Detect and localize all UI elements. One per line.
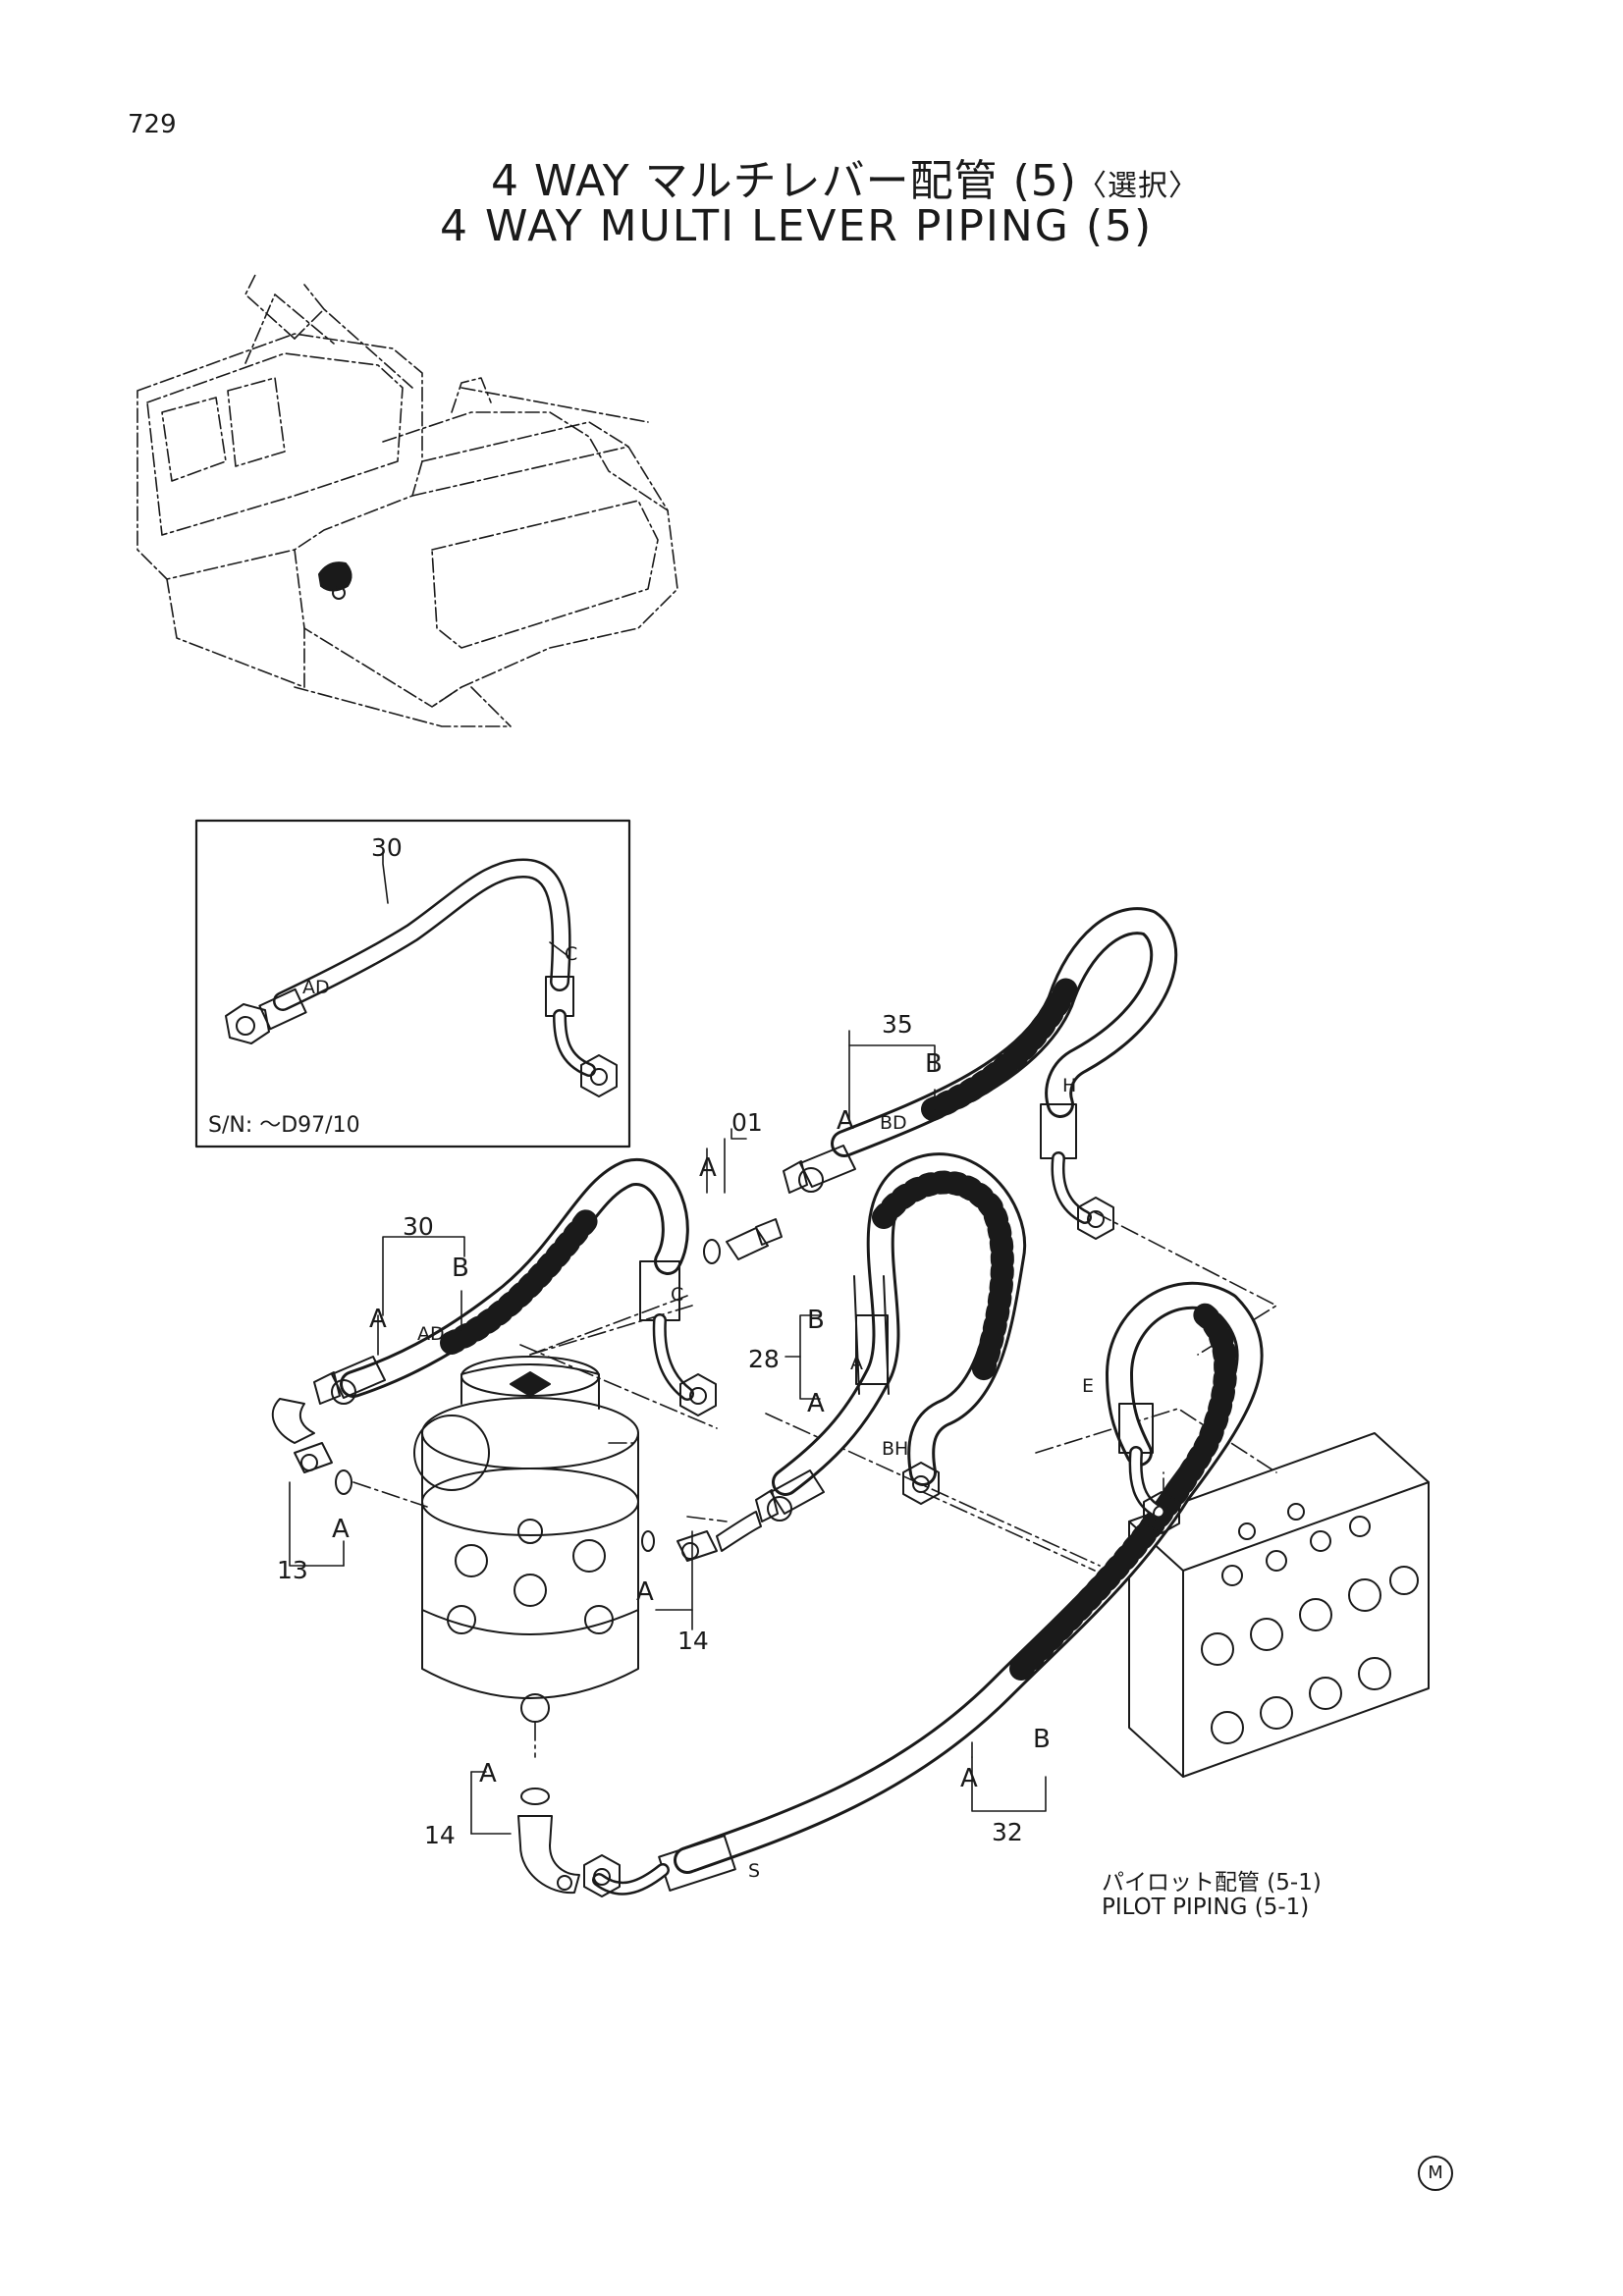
reference-japanese: パイロット配管 (5-1)	[1102, 1870, 1322, 1896]
letter-a-28-hose: A	[850, 1353, 863, 1374]
inset-hose-30	[225, 853, 618, 1097]
inset-label-ad: AD	[302, 977, 330, 998]
letter-a-14-upper: A	[636, 1577, 654, 1607]
title-english: 4 WAY MULTI LEVER PIPING (5)	[440, 201, 1154, 251]
callout-14-lower: 14	[424, 1821, 456, 1849]
inset-label-c: C	[565, 943, 577, 965]
letter-a-35: A	[837, 1106, 854, 1136]
letter-bd-35: BD	[880, 1112, 907, 1134]
callout-14-upper: 14	[677, 1627, 709, 1655]
overview-valve-marker	[318, 561, 352, 600]
hose-30	[313, 1158, 717, 1416]
reference-english: PILOT PIPING (5-1)	[1102, 1895, 1310, 1920]
letter-a-13: A	[332, 1515, 350, 1544]
excavator-overview	[136, 274, 678, 727]
hose-28	[755, 1152, 1027, 1522]
multi-lever-valve	[413, 1356, 639, 1723]
letter-b-30: B	[452, 1254, 469, 1283]
letter-ad-30: AD	[417, 1323, 445, 1345]
letter-b-35: B	[925, 1049, 943, 1079]
letter-a-30: A	[369, 1305, 387, 1334]
letter-e-32: E	[1082, 1375, 1094, 1397]
fittings	[271, 1218, 783, 1895]
hose-32	[583, 1281, 1264, 1897]
letter-a-14-lower: A	[479, 1759, 497, 1789]
callout-32: 32	[992, 1818, 1023, 1846]
callout-01: 01	[731, 1108, 763, 1137]
callout-brackets	[289, 1030, 1047, 1835]
letter-c-30: C	[671, 1284, 683, 1306]
letter-s-32: S	[748, 1860, 760, 1882]
callout-35: 35	[882, 1010, 913, 1039]
letter-b-28: B	[807, 1306, 825, 1335]
letter-a-01: A	[699, 1153, 717, 1183]
page-number: 729	[128, 110, 177, 139]
callout-28: 28	[748, 1345, 780, 1373]
letter-a-28: A	[807, 1389, 825, 1418]
inset-callout-30: 30	[371, 833, 403, 862]
control-valve-block	[1128, 1432, 1430, 1778]
letter-a-32: A	[960, 1764, 978, 1793]
inset-serial-note: S/N: ～D97/10	[208, 1113, 360, 1138]
letter-h-35: H	[1062, 1075, 1076, 1096]
title-jp-option: 〈選択〉	[1076, 169, 1199, 203]
inset-frame	[194, 819, 631, 1148]
hose-35	[783, 907, 1178, 1240]
letter-b-32: B	[1033, 1725, 1051, 1754]
letter-bh-28: BH	[882, 1438, 908, 1460]
title-japanese: 4 WAY マルチレバー配管 (5)〈選択〉	[491, 145, 1199, 208]
title-jp-text: 4 WAY マルチレバー配管 (5)	[491, 156, 1077, 206]
corner-mark: M	[1418, 2156, 1453, 2191]
callout-13: 13	[277, 1556, 308, 1584]
callout-30: 30	[403, 1212, 434, 1241]
